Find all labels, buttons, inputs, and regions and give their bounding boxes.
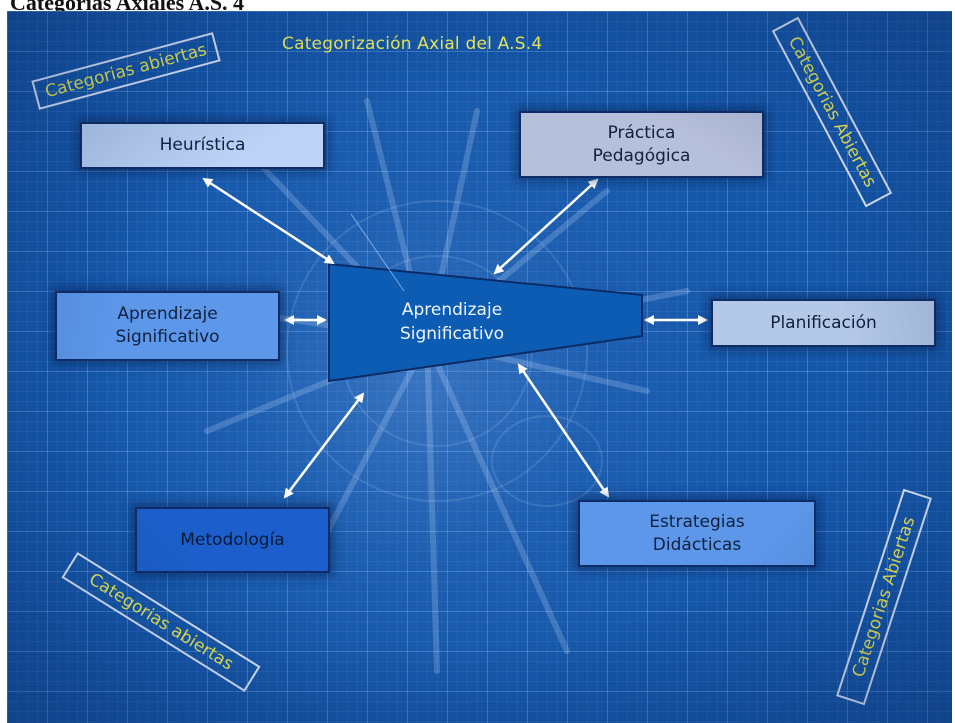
node-heuristica: Heurística	[80, 122, 325, 169]
arrow-heuristica	[202, 177, 335, 265]
diagram-connectors	[202, 177, 708, 499]
center-label-line2: Significativo	[399, 324, 505, 344]
arrow-estrategias	[517, 363, 610, 498]
node-aprendizaje-line1: Aprendizaje	[117, 304, 218, 324]
center-label-line1: Aprendizaje	[401, 300, 503, 320]
node-practica-line1: Práctica	[607, 122, 676, 143]
node-estrategias-line1: Estrategias	[649, 511, 745, 532]
node-estrategias-line2: Didácticas	[652, 534, 742, 555]
node-aprendizaje-line2: Significativo	[115, 327, 220, 347]
node-metodologia: Metodología	[135, 507, 330, 573]
center-label: Aprendizaje Significativo	[367, 298, 537, 346]
arrow-practica	[493, 178, 599, 275]
node-planificacion-label: Planificación	[770, 312, 877, 333]
document-heading: Categorías Axiales A.S. 4	[10, 0, 245, 13]
center-shape	[328, 262, 643, 383]
diagram-canvas: Categorización Axial del A.S.4 Categoria…	[7, 11, 952, 723]
node-estrategias: Estrategias Didácticas	[578, 500, 816, 567]
node-aprendizaje: Aprendizaje Significativo	[55, 291, 280, 361]
node-metodologia-label: Metodología	[180, 529, 285, 550]
diagram-title: Categorización Axial del A.S.4	[282, 34, 543, 54]
node-practica-line2: Pedagógica	[592, 145, 691, 166]
node-practica: Práctica Pedagógica	[519, 111, 764, 178]
arrow-metodologia	[283, 392, 365, 499]
node-heuristica-label: Heurística	[159, 135, 246, 155]
node-planificacion: Planificación	[711, 299, 936, 347]
